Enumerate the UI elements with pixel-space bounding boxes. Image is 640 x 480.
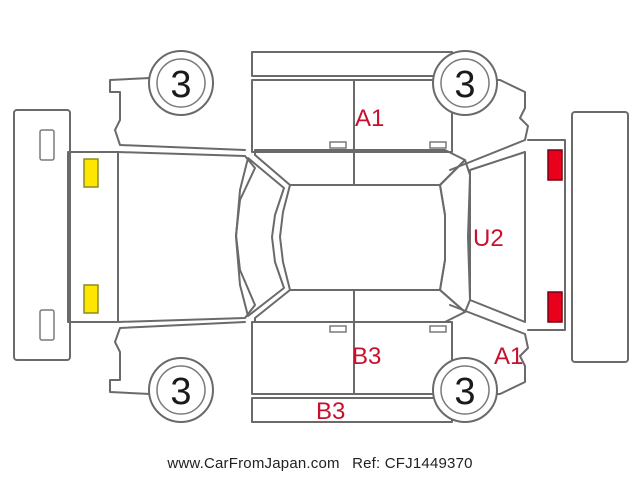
footer-ref: Ref: CFJ1449370 <box>352 455 473 472</box>
tire-front-left-number: 3 <box>170 64 191 106</box>
rear-lamp-top <box>547 149 563 181</box>
front-fender-top <box>109 77 246 151</box>
front-lamp-top <box>83 158 99 188</box>
tire-front-left: 3 <box>148 50 214 116</box>
damage-code-rear-window: U2 <box>473 225 504 252</box>
tire-front-right-number: 3 <box>170 371 191 413</box>
tire-rear-right: 3 <box>432 357 498 423</box>
damage-code-upper-doors: A1 <box>355 105 384 132</box>
tire-rear-right-number: 3 <box>454 371 475 413</box>
front-fender-bottom <box>109 321 246 395</box>
rear-panel <box>527 139 566 331</box>
rear-lamp-bottom <box>547 291 563 323</box>
damage-code-lower-doors: B3 <box>352 343 381 370</box>
damage-code-rear-quarter: A1 <box>494 343 523 370</box>
tire-front-right: 3 <box>148 357 214 423</box>
footer-site: www.CarFromJapan.com <box>167 455 340 472</box>
front-lamp-bottom <box>83 284 99 314</box>
rear-quarter-bottom <box>449 304 529 395</box>
front-bumper <box>13 109 71 361</box>
rear-bumper <box>571 111 629 363</box>
damage-code-lower-rocker: B3 <box>316 398 345 425</box>
rear-quarter-top <box>449 79 529 171</box>
tire-rear-left-number: 3 <box>454 64 475 106</box>
tire-rear-left: 3 <box>432 50 498 116</box>
trunk-lid <box>469 151 526 323</box>
doors-top <box>251 51 453 186</box>
footer-watermark: www.CarFromJapan.com Ref: CFJ1449370 <box>0 455 640 472</box>
